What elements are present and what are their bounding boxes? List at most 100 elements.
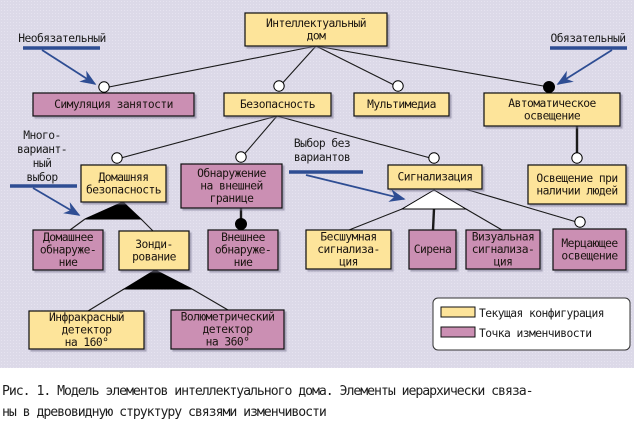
annotation-label-multiple-choice-line-2: вариант-: [17, 143, 67, 156]
figure-caption: Рис. 1. Модель элементов интеллектуально…: [2, 381, 632, 423]
group-edge-home-security-to-probing: [140, 218, 154, 232]
node-label-perimeter-detection-line-1: Обнаружение: [197, 167, 267, 180]
groups-layer: [69, 189, 503, 312]
optional-marker-security: [273, 80, 285, 92]
node-label-flashing-lights-line-2: освещение: [561, 249, 618, 262]
multiple-choice-triangle-home-security: [84, 201, 143, 220]
edge-security-to-perimeter-detection: [240, 115, 278, 159]
node-label-volumetric-detector-line-3: на 360°: [206, 336, 250, 349]
node-multimedia: Мультимедиа: [353, 92, 450, 117]
optional-marker-presence-lighting: [571, 152, 583, 164]
node-label-infrared-detector-line-2: детектор: [61, 324, 112, 337]
edge-smart-home-to-multimedia: [315, 45, 399, 88]
node-box-smart-home: [244, 12, 388, 47]
node-label-occupancy-simulation-line-1: Симуляция занятости: [54, 98, 173, 111]
edge-smart-home-to-automatic-lighting: [315, 45, 550, 88]
node-label-home-security-line-1: Домашняя: [98, 171, 148, 184]
optional-marker-alarm: [428, 152, 440, 164]
node-security: Безопасность: [223, 92, 332, 117]
node-label-presence-lighting-line-2: наличии людей: [536, 184, 617, 197]
group-edge-home-security-to-home-detection: [69, 218, 86, 231]
node-box-home-security: [80, 164, 167, 203]
node-label-visual-alarm-line-2: сигнализа-: [472, 243, 535, 256]
node-box-volumetric-detector: [170, 309, 285, 350]
edges-layer: [103, 45, 581, 224]
node-label-probing-line-1: Зонди-: [135, 238, 173, 251]
group-edge-alarm-to-silent-alarm: [348, 208, 403, 231]
annotation-arrow-optional: [41, 49, 97, 85]
caption-line-2: ны в древовидную структуру связями измен…: [2, 405, 327, 420]
legend-swatch-current-configuration: [440, 306, 476, 318]
node-box-visual-alarm: [465, 229, 541, 270]
annotation-arrow-mandatory: [556, 49, 613, 85]
node-label-home-detection-line-2: обнаруже-: [40, 244, 96, 257]
node-label-external-detection-line-1: Внешнее: [221, 231, 266, 244]
node-label-home-security-line-2: безопасность: [86, 183, 161, 196]
mandatory-marker-automatic-lighting: [543, 81, 555, 93]
annotation-label-single-choice-line-1: Выбор без: [294, 137, 350, 150]
node-label-silent-alarm-line-2: сигнализа-: [317, 243, 380, 256]
node-label-home-detection-line-1: Домашнее: [43, 231, 94, 244]
caption-line-1: Рис. 1. Модель элементов интеллектуально…: [2, 384, 534, 399]
annotation-arrow-single-choice: [305, 174, 406, 202]
node-box-occupancy-simulation: [32, 92, 195, 117]
annotation-label-multiple-choice-line-3: ный: [33, 157, 52, 170]
node-label-smart-home-line-2: дом: [307, 29, 327, 42]
node-box-multimedia: [353, 92, 450, 117]
node-box-perimeter-detection: [180, 163, 283, 209]
annotation-optional: Необязательный: [18, 32, 106, 85]
node-box-flashing-lights: [552, 228, 627, 271]
node-label-external-detection-line-2: обнаруже-: [215, 244, 271, 257]
node-label-flashing-lights-line-1: Мерцающее: [561, 237, 618, 250]
node-label-visual-alarm-line-3: ция: [494, 256, 513, 269]
optional-marker-home-security: [111, 152, 123, 164]
node-box-automatic-lighting: [483, 92, 621, 127]
group-edge-probing-to-infrared-detector: [87, 288, 125, 312]
optional-marker-multimedia: [392, 80, 404, 92]
node-label-infrared-detector-line-3: на 160°: [65, 336, 109, 349]
node-label-volumetric-detector-line-2: детектор: [202, 323, 253, 336]
node-box-alarm: [387, 164, 483, 190]
edge-smart-home-to-occupancy-simulation: [103, 45, 317, 89]
annotation-label-multiple-choice-line-1: Много-: [23, 129, 61, 142]
edge-smart-home-to-security: [278, 45, 317, 88]
legend-label-variability-point: Точка изменчивости: [479, 327, 592, 340]
node-label-silent-alarm-line-1: Бесшумная: [320, 231, 376, 244]
node-label-silent-alarm-line-3: ция: [339, 256, 358, 269]
group-edge-alarm-to-visual-alarm: [465, 208, 503, 231]
node-label-automatic-lighting-line-1: Автоматическое: [508, 97, 596, 110]
node-box-siren: [408, 229, 457, 270]
mandatory-marker-external-detection: [235, 218, 247, 230]
node-label-probing-line-2: рование: [132, 250, 177, 263]
node-box-external-detection: [207, 229, 279, 271]
node-label-external-detection-line-3: ние: [234, 256, 254, 269]
node-box-silent-alarm: [305, 229, 392, 270]
node-label-perimeter-detection-line-2: на внешней: [200, 180, 263, 193]
edge-security-to-alarm: [276, 115, 435, 160]
edge-security-to-home-security: [116, 115, 278, 160]
node-probing: Зонди-рование: [118, 230, 190, 271]
annotation-arrow-multiple-choice: [32, 187, 81, 216]
node-siren: Сирена: [408, 229, 457, 270]
optional-marker-flashing-lights: [574, 216, 586, 228]
node-box-presence-lighting: [527, 164, 627, 205]
node-label-security-line-1: Безопасность: [240, 98, 315, 111]
node-box-home-detection: [32, 229, 104, 271]
node-label-smart-home-line-1: Интеллектуальный: [266, 17, 366, 30]
